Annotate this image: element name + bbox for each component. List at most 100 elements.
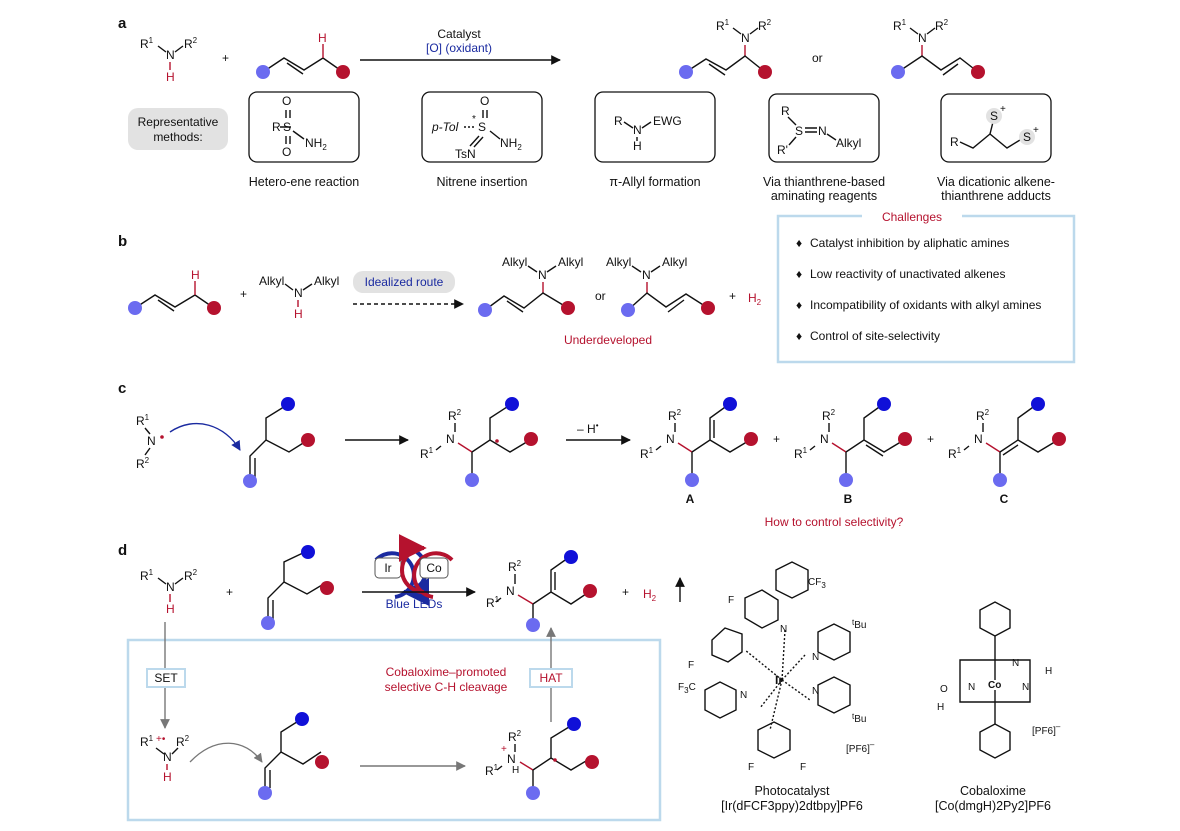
photocatalyst-caption: Photocatalyst bbox=[754, 784, 830, 798]
svg-text:N: N bbox=[812, 686, 819, 697]
representative-pill bbox=[128, 108, 228, 150]
ir-label: Ir bbox=[384, 561, 391, 575]
svg-text:thianthrene adducts: thianthrene adducts bbox=[941, 189, 1051, 203]
svg-text:N: N bbox=[820, 432, 829, 446]
svg-text:N: N bbox=[538, 268, 547, 282]
svg-text:N: N bbox=[446, 432, 455, 446]
alkene-in-cycle bbox=[258, 712, 329, 800]
svg-text:R2: R2 bbox=[176, 734, 190, 749]
svg-text:H: H bbox=[318, 31, 327, 45]
hat-label: HAT bbox=[539, 671, 563, 685]
product-b-2: Alkyl N Alkyl bbox=[606, 255, 715, 317]
svg-text:R1: R1 bbox=[140, 568, 154, 583]
svg-text:O: O bbox=[282, 145, 291, 159]
svg-text:R1: R1 bbox=[948, 446, 962, 461]
method-caption-3: π-Allyl formation bbox=[609, 175, 700, 189]
svg-text:N: N bbox=[741, 31, 750, 45]
svg-text:O: O bbox=[480, 94, 489, 108]
alkene-substrate-b: H bbox=[128, 268, 221, 315]
challenge-item: Low reactivity of unactivated alkenes bbox=[810, 267, 1005, 281]
svg-text:R2: R2 bbox=[184, 568, 198, 583]
svg-text:S: S bbox=[478, 120, 486, 134]
svg-text:[PF6]–: [PF6]– bbox=[846, 740, 875, 755]
svg-text:p-Tol: p-Tol bbox=[431, 120, 459, 134]
svg-text:Alkyl: Alkyl bbox=[836, 136, 861, 150]
svg-text:F: F bbox=[728, 595, 734, 606]
svg-text:R2: R2 bbox=[822, 408, 836, 423]
svg-text:Ir: Ir bbox=[775, 673, 783, 687]
svg-text:N: N bbox=[163, 750, 172, 764]
challenge-item: Catalyst inhibition by aliphatic amines bbox=[810, 236, 1009, 250]
svg-text:R2: R2 bbox=[448, 408, 462, 423]
svg-text:H: H bbox=[166, 602, 175, 616]
amine-reagent-d: R1 N R2 H bbox=[140, 568, 198, 616]
svg-text:R2: R2 bbox=[668, 408, 682, 423]
svg-text:O: O bbox=[282, 94, 291, 108]
svg-text:R: R bbox=[781, 104, 790, 118]
svg-text:NH2: NH2 bbox=[500, 136, 522, 152]
svg-text:O: O bbox=[940, 684, 948, 695]
svg-text:+: + bbox=[729, 289, 736, 303]
svg-text:N: N bbox=[968, 682, 975, 693]
svg-text:S: S bbox=[1023, 130, 1031, 144]
svg-text:Alkyl: Alkyl bbox=[606, 255, 631, 269]
svg-text:R2: R2 bbox=[184, 36, 198, 51]
or-label: or bbox=[812, 51, 823, 65]
svg-text:H: H bbox=[191, 268, 200, 282]
svg-text:N: N bbox=[166, 580, 175, 594]
svg-text:+: + bbox=[501, 744, 507, 755]
amine-reagent-a: R1 N R2 H bbox=[140, 36, 198, 84]
aminyl-radical-c: R1 N R2 bbox=[136, 413, 241, 471]
selectivity-question: How to control selectivity? bbox=[765, 515, 904, 529]
svg-text:R': R' bbox=[777, 143, 788, 157]
product-B: R2 N R1 B bbox=[794, 397, 912, 506]
svg-text:R2: R2 bbox=[758, 18, 772, 33]
svg-text:R2: R2 bbox=[508, 559, 522, 574]
svg-text:S: S bbox=[283, 120, 291, 134]
representative-label: Representative bbox=[138, 115, 219, 129]
svg-text:+•: +• bbox=[156, 734, 166, 745]
svg-text:F: F bbox=[800, 762, 806, 773]
idealized-route-pill bbox=[353, 271, 455, 293]
svg-text:or: or bbox=[595, 289, 606, 303]
svg-text:+: + bbox=[773, 432, 780, 446]
svg-text:♦: ♦ bbox=[796, 329, 802, 343]
svg-text:R1: R1 bbox=[486, 595, 500, 610]
alkene-substrate-d bbox=[261, 545, 334, 630]
alkene-substrate-a: H bbox=[256, 31, 350, 79]
radical-intermediate-d: R2 + N H R1 bbox=[485, 717, 599, 800]
panel-label-d: d bbox=[118, 542, 127, 559]
svg-text:methods:: methods: bbox=[153, 130, 202, 144]
svg-text:+: + bbox=[1033, 125, 1039, 136]
method-nitrene-insertion: O p-Tol S * NH2 TsN bbox=[421, 91, 543, 163]
svg-text:R: R bbox=[950, 135, 959, 149]
challenges-box: Challenges ♦ Catalyst inhibition by aliph… bbox=[776, 208, 1076, 364]
product-A: R2 N R1 A bbox=[640, 397, 758, 506]
svg-text:H: H bbox=[937, 702, 944, 713]
svg-text:H: H bbox=[633, 139, 642, 153]
panel-label-c: c bbox=[118, 380, 126, 397]
svg-text:+: + bbox=[927, 432, 934, 446]
panel-label-b: b bbox=[118, 233, 127, 250]
svg-text:aminating reagents: aminating reagents bbox=[771, 189, 877, 203]
svg-text:F: F bbox=[748, 762, 754, 773]
plus-sign: + bbox=[222, 51, 229, 65]
photocatalyst-structure: Ir N N N N F F F F CF3 F3C tBu tBu [PF6]… bbox=[678, 561, 875, 773]
svg-text:C: C bbox=[1000, 492, 1009, 506]
svg-text:N: N bbox=[1012, 658, 1019, 669]
svg-text:F3C: F3C bbox=[678, 682, 696, 695]
svg-text:H: H bbox=[166, 70, 175, 84]
svg-text:R1: R1 bbox=[420, 446, 434, 461]
alkene-substrate-c bbox=[243, 397, 315, 488]
dual-catalytic-cycles: Ir Co bbox=[374, 534, 454, 606]
method-dicationic-thianthrene: R S + S + bbox=[940, 93, 1052, 163]
svg-text:R2: R2 bbox=[508, 729, 522, 744]
minus-h-label: – H• bbox=[577, 421, 599, 436]
svg-text:R2: R2 bbox=[136, 456, 150, 471]
co-label: Co bbox=[426, 561, 442, 575]
svg-text:Alkyl: Alkyl bbox=[558, 255, 583, 269]
challenges-title: Challenges bbox=[882, 210, 942, 224]
svg-text:TsN: TsN bbox=[455, 147, 476, 161]
svg-text:N: N bbox=[666, 432, 675, 446]
